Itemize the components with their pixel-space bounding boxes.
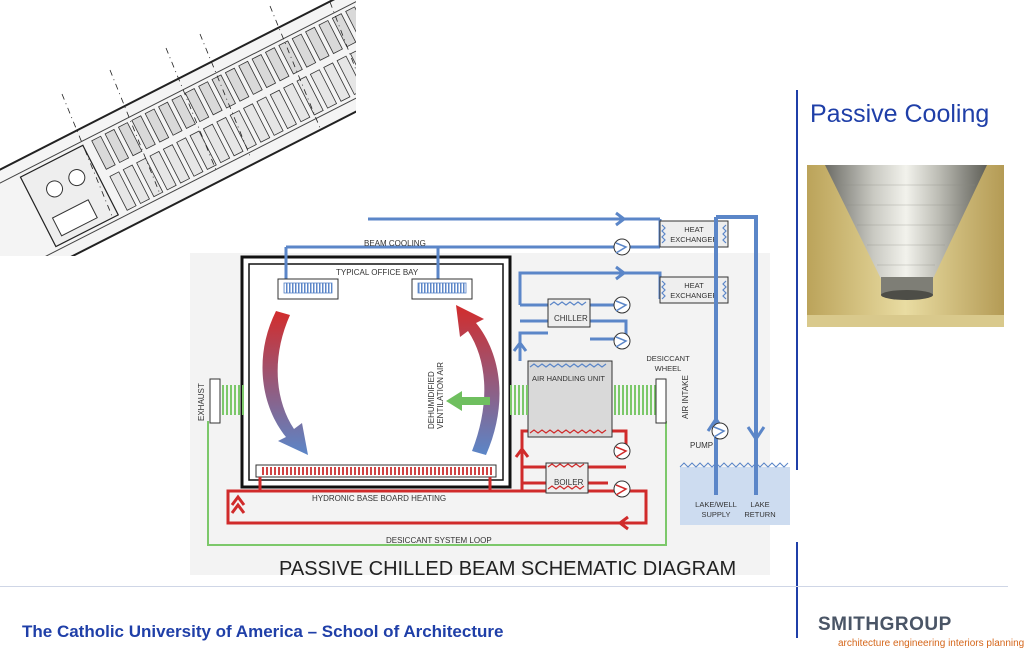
plan-bay — [305, 26, 330, 61]
plan-bay — [318, 19, 343, 55]
diagram-title: PASSIVE CHILLED BEAM SCHEMATIC DIAGRAM — [279, 558, 736, 580]
pump-icon — [613, 442, 631, 460]
plan-bay — [331, 13, 356, 48]
vertical-divider-top — [796, 90, 798, 470]
flow-arrow-icon — [230, 494, 246, 506]
pump-icon — [613, 332, 631, 350]
desiccant-system-loop — [207, 421, 667, 546]
plan-bay — [251, 53, 277, 89]
floor-plan-drawing — [0, 0, 356, 256]
pump-icon — [613, 296, 631, 314]
plan-bay — [162, 144, 191, 184]
flow-arrow-icon — [615, 265, 627, 281]
plan-bay — [176, 137, 204, 177]
convection-arrow-left-icon — [262, 311, 308, 455]
chiller-label: CHILLER — [554, 314, 588, 323]
ventilation-arrow-icon — [446, 391, 490, 411]
plan-bay — [256, 96, 284, 136]
plan-bay — [136, 157, 164, 198]
logo-tagline: architecture engineering interiors plann… — [838, 638, 1024, 649]
slide-title: Passive Cooling — [810, 100, 990, 128]
hydronic-baseboard-heater — [255, 464, 497, 478]
plan-bay — [224, 67, 250, 102]
beam-cooling-label: BEAM COOLING — [364, 239, 426, 248]
air-intake-label: AIR INTAKE — [681, 375, 690, 419]
plan-bay — [323, 62, 351, 102]
plan-bay — [184, 88, 210, 123]
plan-bay — [278, 40, 303, 75]
plan-bay — [336, 55, 356, 96]
plan-bay — [198, 81, 223, 116]
plan-bay — [158, 101, 183, 136]
plan-bay — [202, 123, 231, 164]
plan-bay — [109, 171, 137, 211]
flow-arrow-icon — [514, 446, 530, 458]
plan-bay — [243, 103, 271, 143]
plan-bay — [296, 76, 324, 116]
water-surface — [679, 462, 789, 468]
plan-bay — [144, 108, 170, 143]
exhaust-label: EXHAUST — [197, 383, 206, 421]
supply-duct — [510, 385, 528, 415]
plan-bay — [283, 82, 311, 123]
chilled-beam-photo — [807, 165, 1004, 327]
chilled-beam-schematic: BEAM COOLING TYPICAL OFFICE BAY DEHUMIDI… — [190, 211, 790, 580]
pump-icon — [613, 480, 631, 498]
plan-bay — [264, 47, 290, 82]
footer-divider — [0, 586, 1008, 587]
flow-arrow-icon — [230, 502, 246, 514]
lake-loop — [714, 215, 758, 495]
boiler-label: BOILER — [554, 478, 584, 487]
plan-bay — [189, 130, 217, 170]
plan-bay — [345, 6, 356, 41]
flow-arrow-icon — [617, 515, 629, 531]
lake-water — [680, 467, 790, 525]
chilled-beam-unit — [277, 278, 339, 300]
plan-bay — [171, 94, 196, 129]
air-handling-unit: AIR HANDLING UNIT — [527, 360, 613, 438]
intake-duct — [612, 385, 656, 415]
plan-bay — [349, 48, 356, 89]
pump-icon — [613, 238, 631, 256]
plan-bay — [291, 33, 317, 68]
plan-bay — [117, 122, 143, 157]
desiccant-wheel-icon — [655, 378, 667, 424]
plan-bay — [269, 89, 297, 130]
convection-arrow-right-icon — [456, 305, 500, 455]
boiler-unit: BOILER — [545, 462, 589, 494]
plan-bay — [131, 115, 156, 150]
pump-label: PUMP — [690, 441, 713, 450]
exhaust-damper — [209, 378, 221, 424]
chiller-unit: CHILLER — [547, 298, 591, 328]
plan-bay — [309, 69, 338, 109]
footer-text: The Catholic University of America – Sch… — [22, 622, 504, 641]
exhaust-duct — [220, 385, 244, 415]
plan-bay — [104, 128, 130, 164]
vertical-divider-bottom — [796, 542, 798, 638]
plan-bay — [149, 150, 177, 191]
hydronic-label: HYDRONIC BASE BOARD HEATING — [312, 494, 446, 503]
flow-arrow-icon — [746, 426, 766, 442]
ventilation-label: DEHUMIDIFIEDVENTILATION AIR — [427, 362, 445, 429]
plan-bay — [238, 60, 263, 95]
flow-arrow-icon — [615, 211, 627, 227]
ahu-label: AIR HANDLING UNIT — [532, 374, 605, 383]
plan-bay — [91, 135, 116, 170]
flow-arrow-icon — [512, 340, 528, 352]
chilled-beam-unit — [411, 278, 473, 300]
desiccant-loop-label: DESICCANT SYSTEM LOOP — [386, 536, 492, 545]
pump-icon — [711, 422, 729, 440]
office-bay-label: TYPICAL OFFICE BAY — [336, 268, 419, 277]
plan-bay — [229, 110, 257, 150]
plan-bay — [216, 116, 244, 157]
company-logo: SMITHGROUP — [818, 614, 952, 635]
plan-bay — [122, 164, 150, 205]
